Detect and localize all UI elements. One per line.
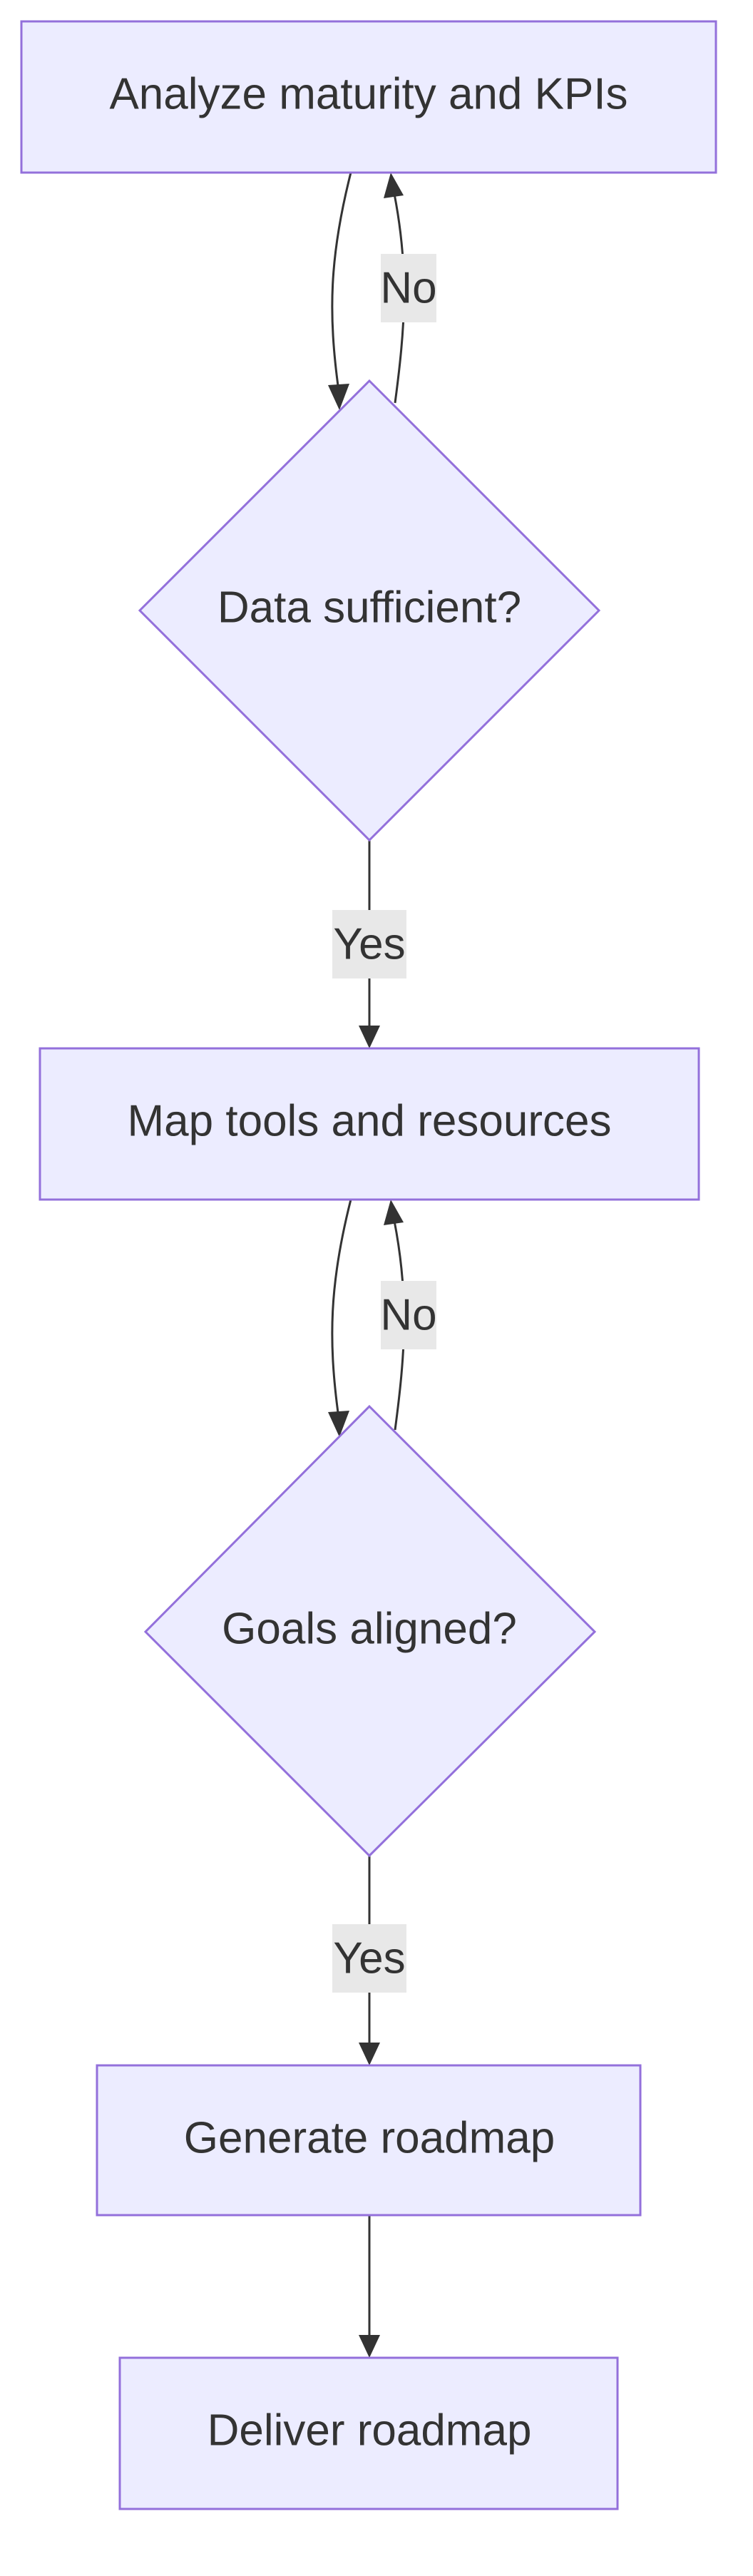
edge-goals-check-to-map-tools: No [380, 1200, 437, 1431]
arrowhead [328, 1411, 349, 1437]
node-label: Deliver roadmap [208, 2406, 532, 2455]
arrowhead [384, 1200, 404, 1225]
edge-data-check-to-map-tools: Yes [332, 840, 406, 1048]
node-map-tools: Map tools and resources [39, 1047, 700, 1201]
edge-analyze-to-data-check [328, 172, 352, 410]
edge-map-tools-to-goals-check [328, 1199, 352, 1437]
edge-label-no: No [380, 264, 436, 313]
node-label: Goals aligned? [222, 1605, 517, 1654]
edge-label-background [381, 254, 436, 322]
node-label: Analyze maturity and KPIs [109, 70, 628, 119]
edge-data-check-to-analyze: No [380, 173, 437, 404]
edge-goals-check-to-generate: Yes [332, 1856, 406, 2065]
node-data-check: Data sufficient? [138, 379, 601, 842]
arrowhead [384, 173, 404, 198]
arrowhead [359, 2335, 380, 2358]
edges: No Yes No Yes [328, 172, 437, 2358]
nodes: Analyze maturity and KPIs Data sufficien… [20, 20, 717, 2510]
edge-generate-to-deliver [359, 2215, 380, 2358]
node-analyze: Analyze maturity and KPIs [20, 20, 717, 174]
edge-label-yes: Yes [333, 920, 405, 969]
node-goals-check: Goals aligned? [143, 1404, 597, 1858]
node-label: Generate roadmap [184, 2114, 555, 2163]
node-label: Data sufficient? [217, 583, 521, 633]
arrowhead [359, 2043, 380, 2065]
node-deliver: Deliver roadmap [118, 2356, 619, 2510]
edge-label-background [332, 1924, 406, 1993]
edge-label-background [332, 910, 406, 978]
edge-label-no: No [380, 1291, 436, 1340]
node-label: Map tools and resources [128, 1097, 612, 1146]
edge-label-yes: Yes [333, 1934, 405, 1983]
arrowhead [328, 384, 349, 410]
arrowhead [359, 1026, 380, 1048]
edge-label-background [381, 1281, 436, 1349]
node-generate: Generate roadmap [96, 2064, 642, 2217]
